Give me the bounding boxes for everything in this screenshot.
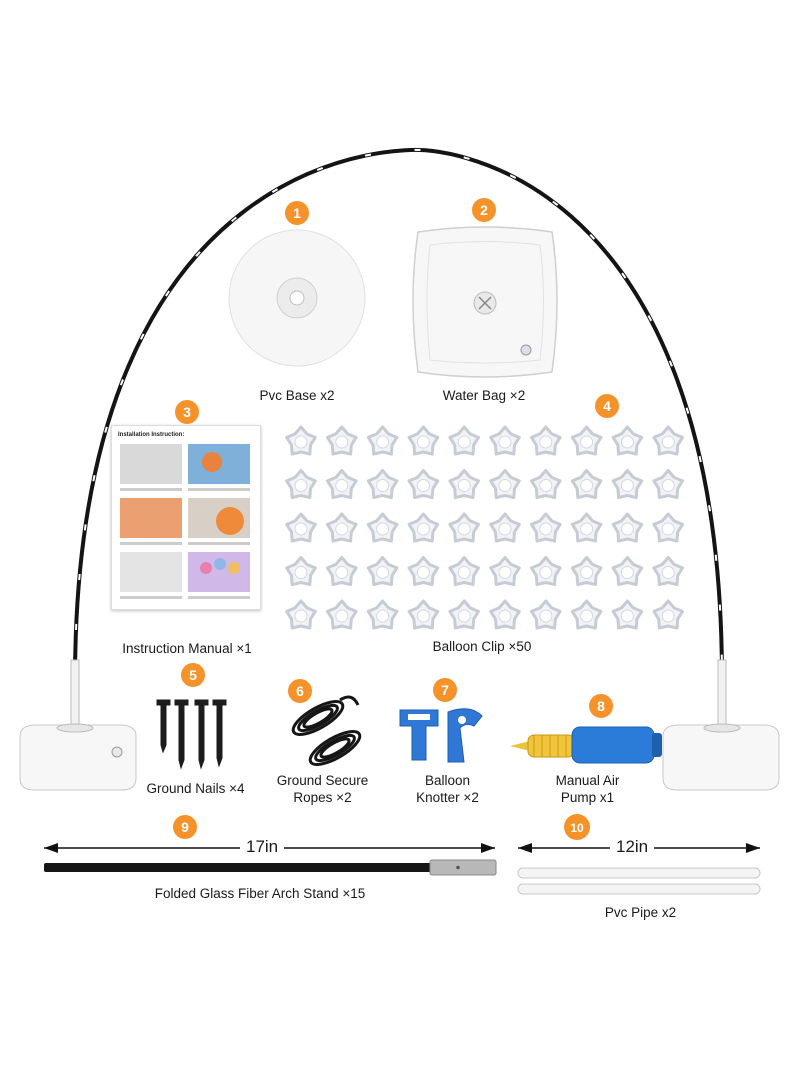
- balloon-clip: [326, 556, 358, 587]
- balloon-clip: [285, 599, 317, 630]
- balloon-clip-label: Balloon Clip ×50: [432, 639, 532, 654]
- balloon-clip: [407, 512, 440, 543]
- balloon-clip: [570, 556, 603, 587]
- water-bag-icon: [412, 226, 558, 378]
- balloon-clip: [530, 512, 562, 543]
- water-bag-label: Water Bag ×2: [442, 388, 526, 403]
- balloon-clip: [285, 512, 317, 543]
- ground-ropes-label-line2: Ropes ×2: [293, 790, 352, 805]
- balloon-clip: [530, 425, 562, 456]
- knotter-icon: [399, 708, 483, 763]
- balloon-clip: [366, 556, 399, 587]
- balloon-knotter-label: Balloon Knotter ×2: [385, 772, 510, 806]
- balloon-clip: [652, 512, 684, 543]
- fiber-rod-label: Folded Glass Fiber Arch Stand ×15: [154, 886, 366, 901]
- balloon-clip: [530, 469, 562, 500]
- ground-nail-icon: [156, 699, 227, 770]
- left-base: [19, 659, 137, 791]
- balloon-clip: [285, 469, 317, 500]
- pvc-base-label: Pvc Base x2: [259, 388, 335, 403]
- air-pump-label: Manual Air Pump x1: [525, 772, 650, 806]
- balloon-clip: [570, 512, 603, 543]
- balloon-clip: [570, 469, 603, 500]
- balloon-clip: [448, 556, 480, 587]
- balloon-clip: [326, 599, 358, 630]
- balloon-clip: [285, 556, 317, 587]
- balloon-clip: [326, 469, 358, 500]
- air-pump-label-line1: Manual Air: [555, 773, 620, 788]
- balloon-clip: [366, 425, 399, 456]
- balloon-clip: [366, 469, 399, 500]
- manual-title: Installation Instruction:: [118, 432, 185, 438]
- balloon-clip: [611, 425, 644, 456]
- balloon-clip: [530, 556, 562, 587]
- balloon-clip: [611, 599, 644, 630]
- balloon-clip: [611, 469, 644, 500]
- balloon-clip: [448, 425, 480, 456]
- balloon-clip: [652, 556, 684, 587]
- balloon-clip-icon: [285, 425, 684, 630]
- balloon-clip: [489, 556, 521, 587]
- balloon-clip: [489, 425, 521, 456]
- instruction-manual-icon: Installation Instruction:: [111, 425, 261, 610]
- balloon-clip: [489, 469, 521, 500]
- pvc-base-icon: [228, 229, 366, 367]
- balloon-clip: [652, 599, 684, 630]
- air-pump-icon: [510, 726, 662, 764]
- balloon-clip: [611, 556, 644, 587]
- balloon-clip: [448, 469, 480, 500]
- balloon-clip: [570, 599, 603, 630]
- pvc-pipe-dimension-label: 12in: [610, 837, 655, 857]
- manual-photos: [120, 444, 250, 599]
- balloon-clip: [366, 599, 399, 630]
- balloon-clip: [611, 512, 644, 543]
- fiber-rod-dimension-label: 17in: [240, 837, 285, 857]
- balloon-clip: [448, 512, 480, 543]
- balloon-clip: [326, 512, 358, 543]
- pvc-pipe-label: Pvc Pipe x2: [604, 905, 677, 920]
- balloon-clip: [366, 512, 399, 543]
- balloon-clip: [407, 556, 440, 587]
- ground-ropes-label: Ground Secure Ropes ×2: [255, 772, 390, 806]
- pvc-pipe-icon: [517, 867, 761, 895]
- balloon-knotter-label-line1: Balloon: [424, 773, 471, 788]
- balloon-clip: [652, 425, 684, 456]
- balloon-clip: [652, 469, 684, 500]
- balloon-clip: [407, 599, 440, 630]
- rope-icon: [291, 695, 362, 766]
- balloon-clip: [285, 425, 317, 456]
- air-pump-label-line2: Pump x1: [560, 790, 615, 805]
- instruction-manual-label: Instruction Manual ×1: [122, 641, 252, 656]
- balloon-clip: [570, 425, 603, 456]
- balloon-clip: [530, 599, 562, 630]
- balloon-clip: [448, 599, 480, 630]
- right-base: [662, 659, 780, 791]
- balloon-knotter-label-line2: Knotter ×2: [416, 790, 479, 805]
- balloon-clip: [489, 599, 521, 630]
- balloon-clip: [489, 512, 521, 543]
- balloon-clip: [407, 469, 440, 500]
- balloon-clip: [326, 425, 358, 456]
- fiber-rod-icon: [44, 859, 497, 876]
- ground-nails-label: Ground Nails ×4: [146, 781, 245, 796]
- balloon-clip: [407, 425, 440, 456]
- ground-ropes-label-line1: Ground Secure: [276, 773, 369, 788]
